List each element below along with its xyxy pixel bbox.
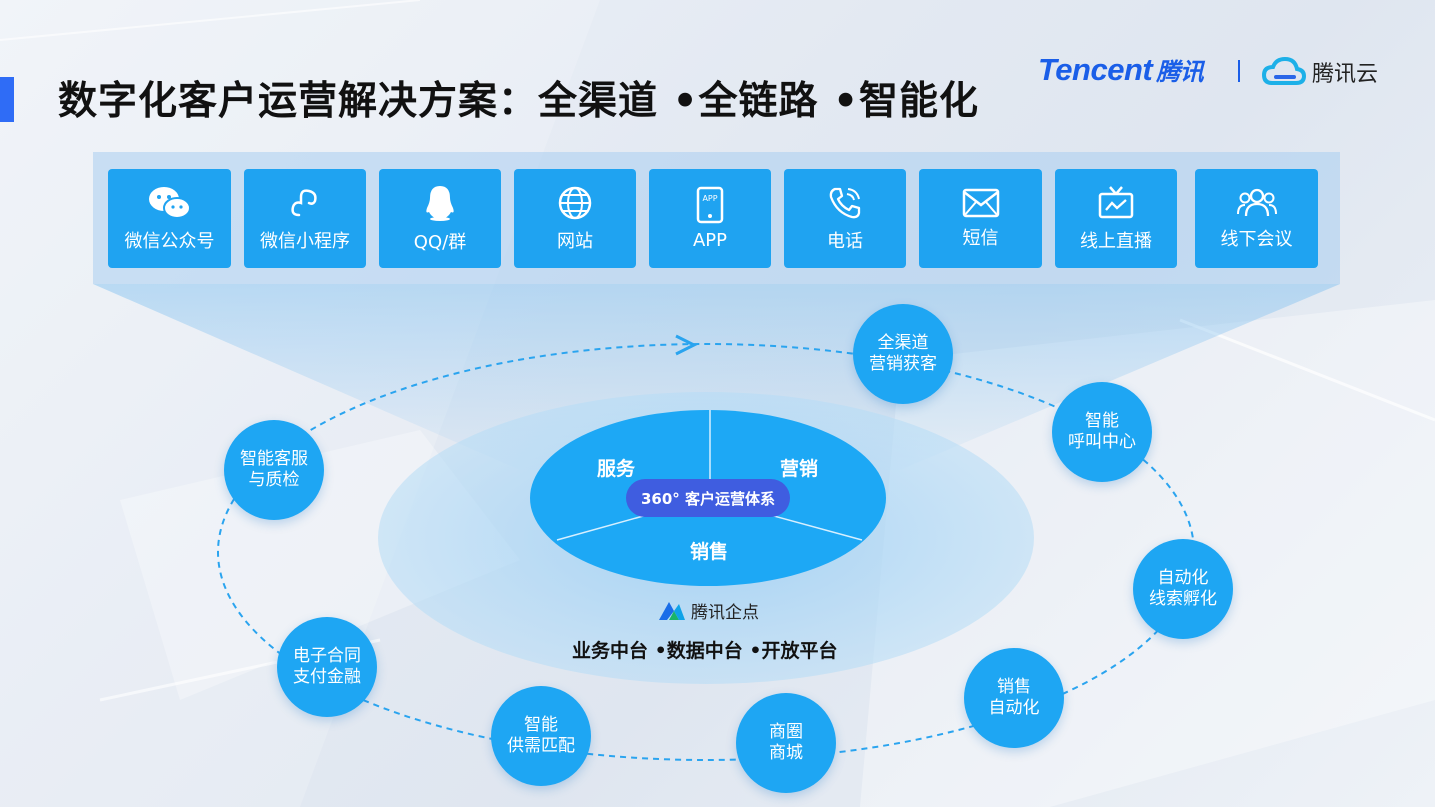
- capability-line2: 线索孵化: [1149, 589, 1217, 609]
- tv-icon: [1098, 185, 1134, 218]
- envelope-icon: [962, 188, 999, 217]
- channel-label: 线下会议: [1220, 228, 1293, 250]
- capability-line1: 智能: [524, 715, 558, 735]
- logo-divider: [1238, 60, 1240, 82]
- capability-line2: 支付金融: [293, 667, 361, 687]
- channel-label: 电话: [827, 230, 863, 252]
- capability-line2: 呼叫中心: [1068, 432, 1136, 452]
- channel-label: 网站: [557, 230, 593, 252]
- capability-line2: 营销获客: [869, 354, 937, 374]
- channel-qq[interactable]: QQ/群: [379, 169, 501, 268]
- capability-line1: 智能客服: [240, 449, 308, 469]
- channel-website[interactable]: 网站: [514, 169, 636, 268]
- capability-omnichannel-marketing[interactable]: 全渠道 营销获客: [853, 304, 953, 404]
- capability-contract-payment[interactable]: 电子合同 支付金融: [277, 617, 377, 717]
- capability-line2: 自动化: [988, 698, 1040, 718]
- globe-icon: [558, 186, 592, 219]
- qidian-brand-text: 腾讯企点: [691, 603, 759, 623]
- people-icon: [1236, 188, 1277, 216]
- capability-lead-nurturing[interactable]: 自动化 线索孵化: [1133, 539, 1233, 639]
- orbit-arrow-icon: [675, 334, 698, 356]
- channel-label: QQ/群: [413, 231, 467, 253]
- channel-label: APP: [692, 230, 728, 251]
- page-title: 数字化客户运营解决方案：全渠道 •全链路 •智能化: [58, 79, 980, 124]
- channel-mini-program[interactable]: 微信小程序: [244, 169, 366, 268]
- mini-program-icon: [291, 188, 317, 216]
- tencent-cloud-text: 腾讯云: [1312, 62, 1379, 87]
- channel-label: 短信: [962, 227, 999, 249]
- channel-sms[interactable]: 短信: [919, 169, 1042, 268]
- channel-live-stream[interactable]: 线上直播: [1055, 169, 1177, 268]
- svg-text:APP: APP: [702, 194, 717, 203]
- channel-app[interactable]: APP APP: [649, 169, 771, 268]
- tencent-logo-en: Tencent: [1038, 52, 1153, 87]
- capability-sales-automation[interactable]: 销售 自动化: [964, 648, 1064, 748]
- telephone-icon: [829, 187, 861, 218]
- tencent-cloud-logo: 腾讯云: [1262, 56, 1378, 88]
- capability-line1: 商圈: [769, 722, 803, 742]
- qidian-brand: 腾讯企点: [657, 598, 759, 623]
- cloud-icon: [1262, 57, 1306, 85]
- core-center-label: 360° 客户运营体系: [626, 479, 790, 517]
- capability-supply-demand[interactable]: 智能 供需匹配: [491, 686, 591, 786]
- capability-call-center[interactable]: 智能 呼叫中心: [1052, 382, 1152, 482]
- phone-app-icon: APP: [696, 186, 724, 224]
- channel-label: 线上直播: [1080, 230, 1152, 252]
- capability-line1: 智能: [1085, 411, 1119, 431]
- title-accent-bar: [0, 77, 14, 122]
- capability-line1: 自动化: [1157, 568, 1209, 588]
- platform-tagline: 业务中台 •数据中台 •开放平台: [572, 640, 838, 662]
- channel-wechat-official[interactable]: 微信公众号: [108, 169, 231, 268]
- core-sales-label: 销售: [690, 541, 729, 563]
- channel-label: 微信小程序: [260, 230, 350, 252]
- core-marketing-label: 营销: [780, 458, 819, 480]
- capability-line1: 电子合同: [293, 646, 361, 666]
- core-service-label: 服务: [597, 458, 636, 480]
- capability-line2: 供需匹配: [507, 736, 575, 756]
- channel-offline-meeting[interactable]: 线下会议: [1195, 169, 1318, 268]
- channel-phone[interactable]: 电话: [784, 169, 906, 268]
- qq-icon: [426, 185, 454, 221]
- qidian-logo-icon: [659, 601, 685, 620]
- capability-line1: 销售: [997, 677, 1031, 697]
- wechat-icon: [148, 186, 191, 219]
- capability-line1: 全渠道: [877, 333, 929, 353]
- channel-label: 微信公众号: [124, 230, 215, 252]
- capability-customer-service[interactable]: 智能客服 与质检: [224, 420, 324, 520]
- capability-line2: 与质检: [248, 470, 300, 490]
- capability-business-mall[interactable]: 商圈 商城: [736, 693, 836, 793]
- tencent-logo-cn: 腾讯: [1156, 59, 1204, 86]
- capability-line2: 商城: [769, 743, 803, 763]
